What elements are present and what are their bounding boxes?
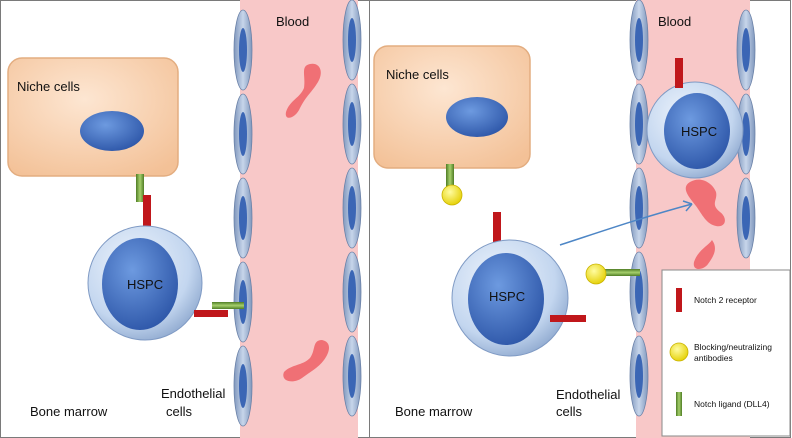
endothelial-nucleus: [635, 102, 643, 146]
endothelial-label-line2: cells: [166, 404, 193, 419]
hspc-nucleus: [468, 253, 544, 345]
endothelial-nucleus: [239, 196, 247, 240]
endothelial-nucleus: [239, 28, 247, 72]
migration-arrowhead: [682, 200, 693, 212]
endothelial-wall-right: [342, 0, 362, 417]
hspc-label-marrow: HSPC: [489, 289, 525, 304]
notch2-receptor: [493, 212, 501, 244]
blocking-antibody: [441, 184, 463, 206]
endothelial-nucleus: [742, 28, 750, 72]
blocking-antibody: [585, 263, 607, 285]
bone-marrow-label: Bone marrow: [395, 404, 473, 419]
endothelial-label-line1: Endothelial: [161, 386, 225, 401]
endothelial-nucleus: [348, 18, 356, 62]
blood-label: Blood: [276, 14, 309, 29]
endothelial-nucleus: [348, 186, 356, 230]
legend-label-notch-ligand: Notch ligand (DLL4): [694, 399, 770, 409]
endothelial-label-line1: Endothelial: [556, 387, 620, 402]
migration-arrow: [559, 203, 693, 246]
legend-label-blocking-antibody-line2: antibodies: [694, 353, 733, 363]
endothelial-wall-left: [629, 0, 649, 417]
notch2-receptor: [194, 310, 228, 317]
red-blood-cell: [693, 240, 715, 269]
endothelial-nucleus: [239, 364, 247, 408]
legend: Notch 2 receptor Blocking/neutralizing a…: [661, 269, 791, 437]
endothelial-nucleus: [742, 112, 750, 156]
hspc-label-blood: HSPC: [681, 124, 717, 139]
bone-marrow-label: Bone marrow: [30, 404, 108, 419]
endothelial-nucleus: [635, 186, 643, 230]
notch2-receptor: [675, 58, 683, 88]
legend-label-notch2-receptor: Notch 2 receptor: [694, 295, 757, 305]
endothelial-nucleus: [348, 354, 356, 398]
notch-ligand-dll4: [212, 302, 244, 309]
legend-symbol-notch2-receptor: [676, 288, 682, 312]
endothelial-wall-left: [233, 9, 253, 427]
endothelial-wall-right: [736, 9, 756, 259]
endothelial-nucleus: [635, 354, 643, 398]
red-blood-cell: [285, 63, 321, 118]
legend-symbol-notch-ligand: [676, 392, 682, 416]
right-panel: Blood Niche cells HSPC HSPC Endothelial …: [373, 0, 791, 438]
hspc-nucleus: [102, 238, 178, 330]
niche-cells-label: Niche cells: [386, 67, 449, 82]
niche-cell-nucleus: [80, 111, 144, 151]
blood-label: Blood: [658, 14, 691, 29]
legend-label-blocking-antibody-line1: Blocking/neutralizing: [694, 342, 772, 352]
left-panel: Blood Niche cells HSPC Endothelial cells…: [7, 0, 362, 438]
endothelial-nucleus: [635, 270, 643, 314]
red-blood-cell: [283, 340, 329, 382]
notch-ligand-dll4: [602, 269, 640, 276]
endothelial-nucleus: [742, 196, 750, 240]
red-blood-cell: [685, 179, 725, 227]
hspc-label: HSPC: [127, 277, 163, 292]
niche-cells-label: Niche cells: [17, 79, 80, 94]
notch2-receptor: [143, 195, 151, 229]
endothelial-nucleus: [348, 270, 356, 314]
notch2-receptor: [550, 315, 586, 322]
notch-ligand-dll4: [136, 174, 144, 202]
hspc-nucleus: [664, 93, 730, 169]
endothelial-label-line2: cells: [556, 404, 583, 419]
endothelial-nucleus: [239, 112, 247, 156]
legend-symbol-blocking-antibody: [669, 342, 689, 362]
notch-ligand-dll4: [446, 164, 454, 190]
endothelial-nucleus: [348, 102, 356, 146]
endothelial-nucleus: [635, 18, 643, 62]
niche-cell-nucleus: [446, 97, 508, 137]
